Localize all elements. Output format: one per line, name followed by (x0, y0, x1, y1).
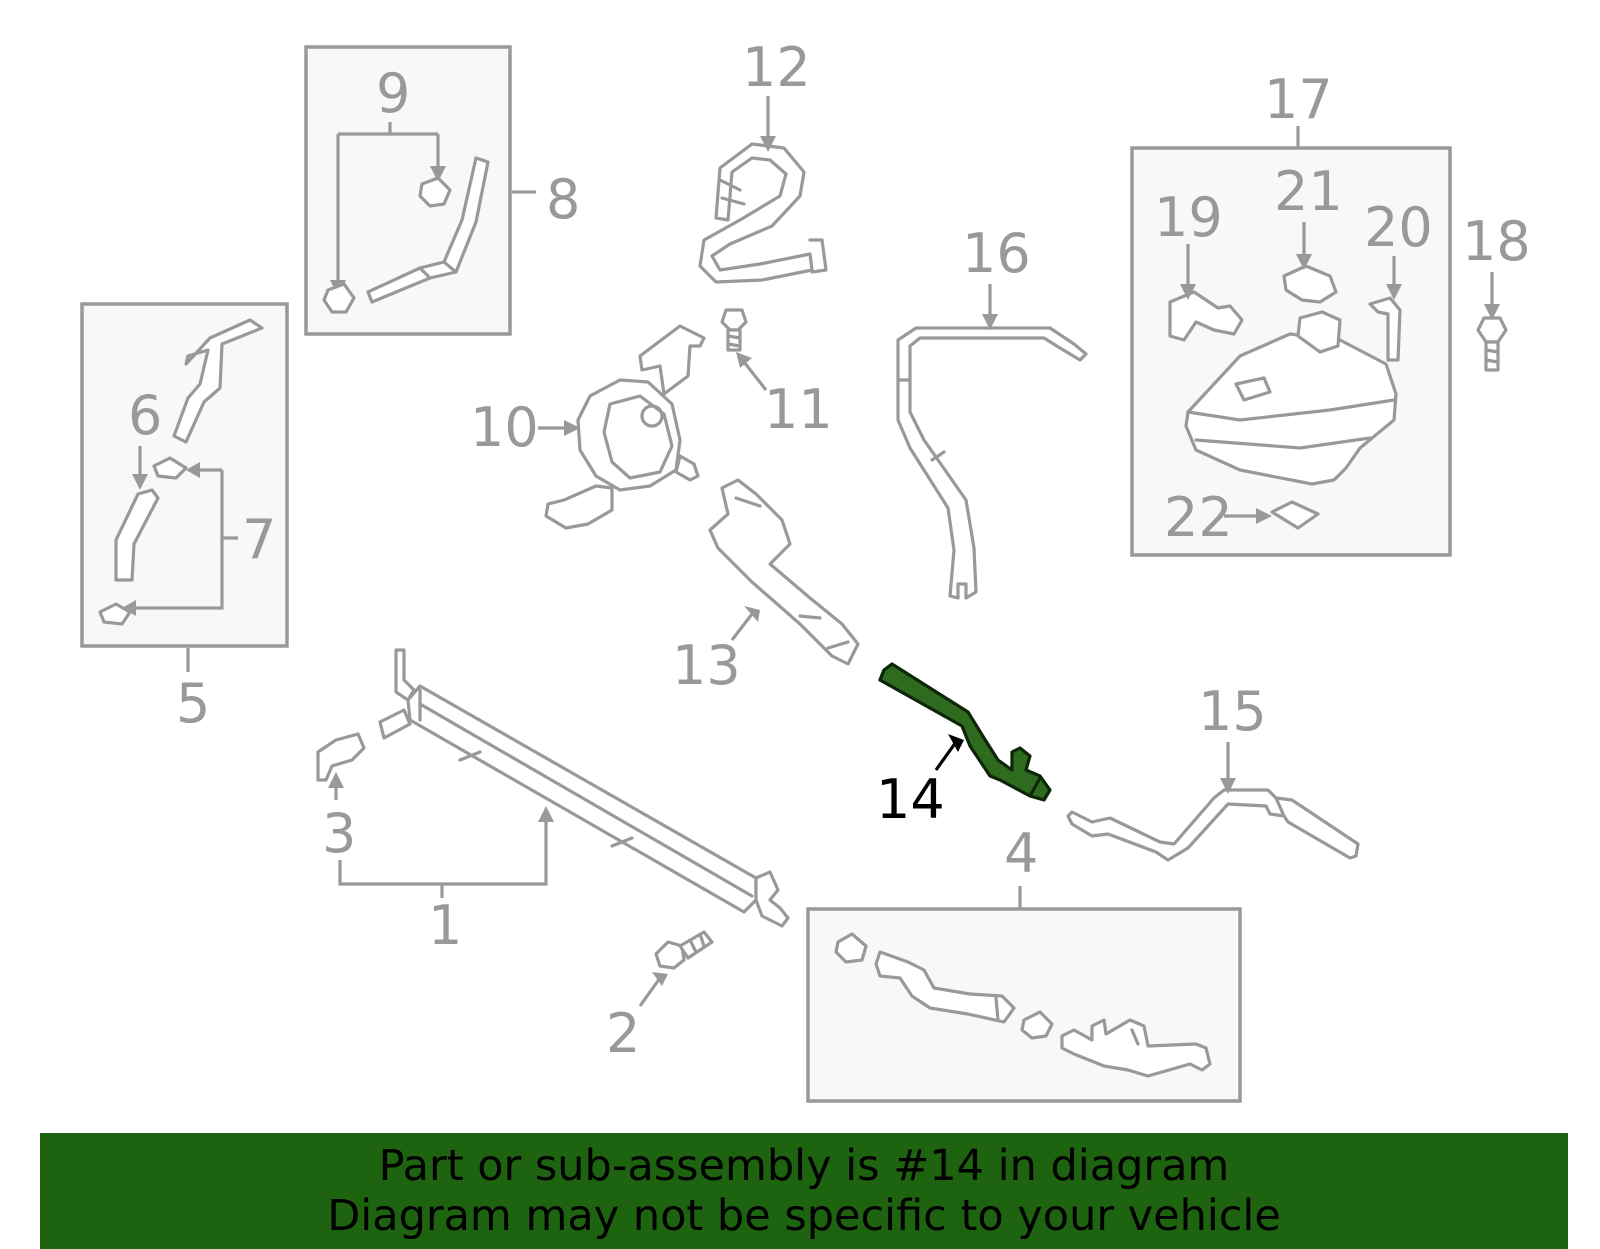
callout-20: 20 (1364, 196, 1433, 259)
radiator-1 (378, 648, 790, 928)
info-banner: Part or sub-assembly is #14 in diagram D… (40, 1133, 1568, 1249)
pipe-15 (1066, 788, 1360, 862)
callout-18: 18 (1462, 210, 1531, 273)
clamp-7-bottom (98, 602, 132, 626)
callout-11: 11 (764, 378, 833, 441)
banner-line-disclaimer: Diagram may not be specific to your vehi… (327, 1191, 1281, 1241)
pad-22 (1270, 500, 1320, 530)
clamp-4-left (834, 932, 868, 964)
reservoir-tank (1184, 310, 1398, 486)
subassembly-box-5 (80, 302, 289, 672)
bolt-11 (720, 308, 748, 352)
callout-10: 10 (470, 396, 539, 459)
callout-labels: 1 2 3 4 5 6 7 8 9 10 11 12 13 14 15 16 1… (128, 36, 1531, 1065)
clamp-7-top (152, 456, 188, 480)
callout-16: 16 (962, 222, 1031, 285)
hose-6 (114, 488, 160, 582)
outlet-4 (1060, 1018, 1212, 1078)
hose-12 (698, 142, 828, 284)
callout-7: 7 (242, 508, 276, 571)
callout-15: 15 (1198, 680, 1267, 743)
hose-8 (366, 156, 490, 304)
callout-6: 6 (128, 384, 162, 447)
bolt-18 (1476, 316, 1508, 372)
clamp-4-middle (1020, 1010, 1054, 1040)
subassembly-box-4 (806, 886, 1242, 1103)
bracket-3 (316, 732, 366, 782)
hose-13 (708, 478, 860, 666)
cap-21 (1282, 264, 1338, 304)
callout-21: 21 (1274, 160, 1343, 223)
callout-9: 9 (376, 62, 410, 125)
subassembly-box-8 (304, 45, 536, 336)
callout-19: 19 (1154, 186, 1223, 249)
pipe-14-highlighted (878, 662, 1052, 802)
callout-13: 13 (672, 634, 741, 697)
pipe-16 (896, 326, 1088, 600)
callout-2: 2 (606, 1002, 640, 1065)
callout-22: 22 (1164, 486, 1233, 549)
banner-line-part: Part or sub-assembly is #14 in diagram (378, 1141, 1230, 1191)
callout-12: 12 (742, 36, 811, 99)
callout-8: 8 (546, 168, 580, 231)
bolt-2 (654, 930, 714, 970)
subassembly-box-17 (1130, 126, 1452, 557)
clamp-9-bottom (322, 282, 356, 314)
callout-14: 14 (876, 768, 945, 831)
callout-3: 3 (322, 802, 356, 865)
hose-6-upper (172, 318, 264, 444)
callout-5: 5 (176, 672, 210, 735)
clamp-9-top (418, 176, 452, 208)
sensor-19 (1168, 290, 1244, 342)
hose-4 (874, 950, 1016, 1024)
callout-17: 17 (1264, 68, 1333, 131)
pump-10 (544, 324, 706, 530)
callout-4: 4 (1004, 822, 1038, 885)
callout-1: 1 (428, 894, 462, 957)
hose-20 (1368, 296, 1402, 362)
